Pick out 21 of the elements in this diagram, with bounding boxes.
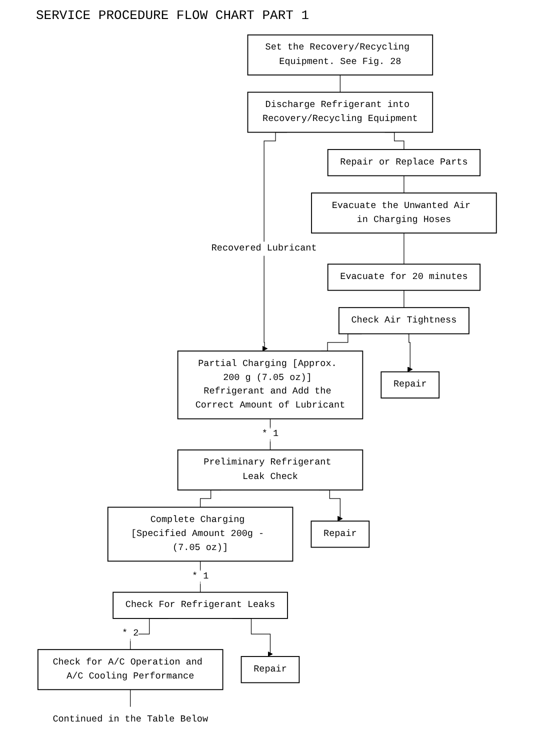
node-box: Repair or Replace Parts (327, 149, 480, 176)
edge-label: * 1 (192, 571, 208, 582)
arrow (407, 333, 413, 372)
node-box: Evacuate for 20 minutes (327, 264, 480, 291)
node-box: Repair (240, 656, 300, 684)
node-box: Check for A/C Operation and A/C Cooling Performance (37, 649, 224, 690)
node-box: Repair (310, 520, 370, 548)
node-box: Evacuate the Unwanted Air in Charging Hoses (310, 192, 497, 234)
node-box: Repair (380, 371, 440, 398)
node-box: Preliminary Refrigerant Leak Check (177, 449, 363, 490)
node-box: Check Air Tightness (338, 307, 470, 334)
node-text: Continued in the Table Below (52, 714, 208, 725)
node-box: Set the Recovery/Recycling Equipment. See Fig. 28 (247, 34, 433, 76)
node-box: Complete Charging [Specified Amount 200g - (7.05 oz)] (107, 506, 294, 562)
edge-label: * 1 (262, 428, 278, 440)
diagram-title: SERVICE PROCEDURE FLOW CHART PART 1 (36, 8, 310, 23)
edge-label: * 2 (122, 628, 139, 639)
edge-label: Recovered Lubricant (211, 242, 317, 254)
node-box: Discharge Refrigerant into Recovery/Recycling Equipment (247, 92, 433, 133)
node-box: Partial Charging [Approx. 200 g (7.05 oz)] Refrigerant and Add the Correct Amount of Lubricant (177, 350, 363, 420)
node-box: Check For Refrigerant Leaks (112, 592, 288, 619)
